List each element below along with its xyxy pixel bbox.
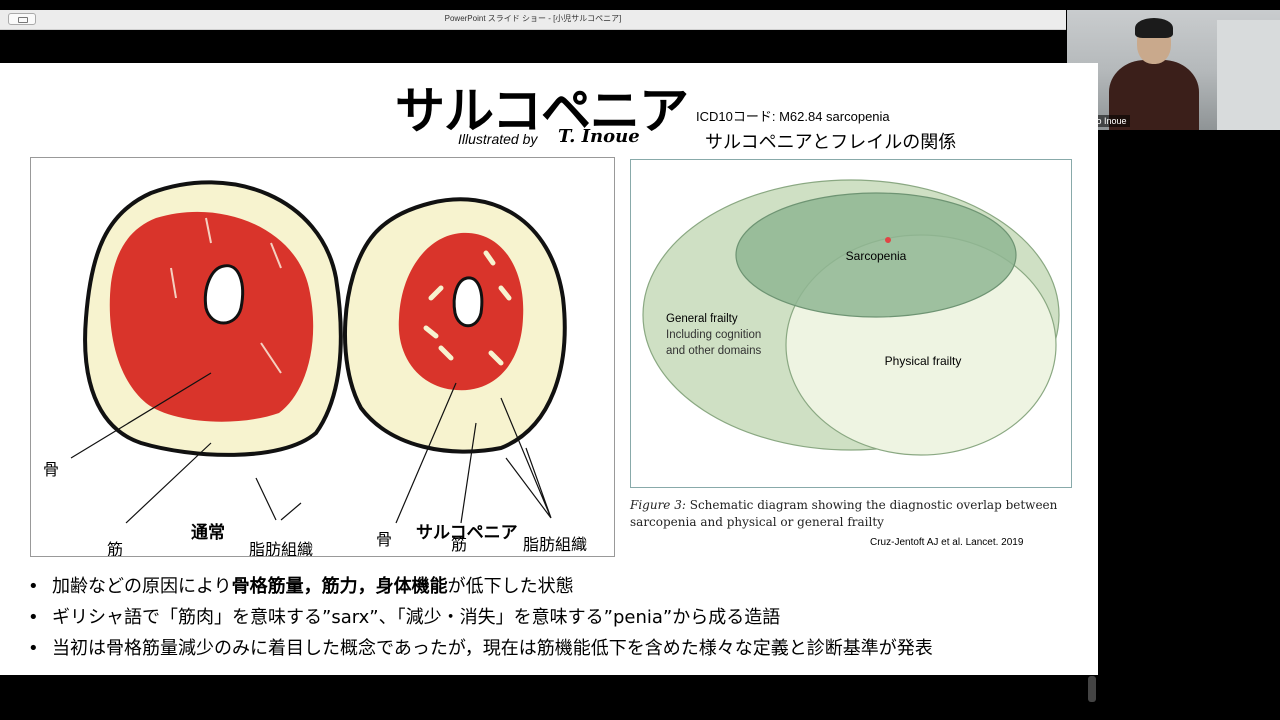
normal-bone [203, 264, 245, 325]
bullet-item: 当初は骨格筋量減少のみに着目した概念であったが，現在は筋機能低下を含めた様々な定… [28, 633, 1088, 664]
bullet-list: 加齢などの原因により骨格筋量，筋力，身体機能が低下した状態 ギリシャ語で「筋肉」… [28, 571, 1088, 664]
normal-muscle-label: 筋 [107, 540, 123, 556]
citation: Cruz-Jentoft AJ et al. Lancet. 2019 [870, 537, 1024, 548]
window-titlebar: PowerPoint スライド ショー - [小児サルコペニア] [0, 10, 1066, 30]
sarcopenia-muscle-label: 筋 [451, 535, 467, 554]
venn-heading: サルコペニアとフレイルの関係 [705, 132, 957, 153]
sarcopenia-caption: サルコペニア [416, 523, 518, 543]
scrollbar[interactable] [1088, 676, 1096, 702]
icd-code: ICD10コード: M62.84 sarcopenia [696, 109, 890, 124]
sarcopenia-venn-label: Sarcopenia [846, 249, 907, 263]
figure-caption: Figure 3: Schematic diagram showing the … [630, 497, 1070, 531]
frailty-venn-diagram: Sarcopenia General frailty Including cog… [642, 179, 1060, 456]
general-frailty-sub1: Including cognition [666, 329, 761, 341]
bullet-item: ギリシャ語で「筋肉」を意味する”sarx”、「減少・消失」を意味する”penia… [28, 602, 1088, 633]
illustrated-by: Illustrated by [458, 131, 538, 147]
background-shelf [1217, 20, 1280, 130]
slide: サルコペニア ICD10コード: M62.84 sarcopenia Illus… [0, 63, 1098, 675]
pointer-dot [885, 237, 891, 243]
bullet-item: 加齢などの原因により骨格筋量，筋力，身体機能が低下した状態 [28, 571, 1088, 602]
video-tile[interactable]: Tatsuro Inoue [1067, 10, 1280, 130]
general-frailty-label: General frailty [666, 313, 738, 325]
physical-frailty-label: Physical frailty [885, 354, 962, 368]
person-hair [1135, 18, 1173, 38]
figure-label: Figure 3: [630, 498, 686, 512]
slide-title: サルコペニア [395, 82, 689, 140]
normal-bone-label: 骨 [43, 460, 59, 479]
sidebar-toggle-icon[interactable] [8, 13, 36, 25]
muscle-cross-section-illustration: 骨 筋 脂肪組織 骨 筋 脂肪組織 [43, 180, 587, 559]
general-frailty-sub2: and other domains [666, 345, 762, 357]
sarcopenia-bone [452, 276, 484, 328]
normal-caption: 通常 [191, 523, 225, 543]
sarcopenia-fat-label: 脂肪組織 [523, 535, 587, 554]
sarcopenia-ellipse [735, 192, 1017, 318]
normal-fat-label: 脂肪組織 [249, 540, 313, 556]
muscle-cross-section-panel: 骨 筋 脂肪組織 骨 筋 脂肪組織 通常 サルコペニア [30, 157, 615, 559]
venn-diagram-panel: Sarcopenia General frailty Including cog… [630, 159, 1072, 488]
signature: T. Inoue [558, 126, 640, 147]
sarcopenia-bone-label: 骨 [376, 530, 392, 549]
window-title: PowerPoint スライド ショー - [小児サルコペニア] [444, 14, 622, 23]
figure-caption-text: Schematic diagram showing the diagnostic… [630, 498, 1058, 529]
